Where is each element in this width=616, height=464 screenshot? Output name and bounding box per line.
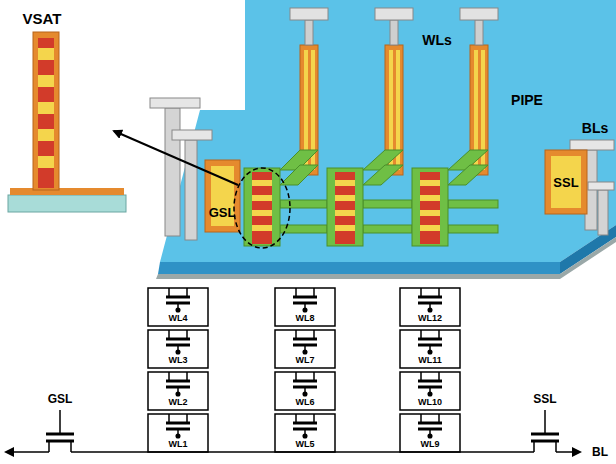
- block-top: [160, 0, 616, 262]
- word-line-label: WL8: [296, 314, 315, 323]
- memory-cell: [275, 372, 335, 410]
- word-line-label: WL11: [418, 356, 442, 365]
- memory-cell: [148, 372, 208, 410]
- signal-label: BL: [592, 446, 608, 458]
- contact-cap: [172, 130, 212, 140]
- cell-stack: [148, 288, 460, 452]
- memory-cell: [400, 330, 460, 368]
- part-label: BLs: [582, 121, 608, 135]
- part-label: PIPE: [511, 93, 543, 107]
- memory-cell: [400, 414, 460, 452]
- wl-pillars: [290, 8, 498, 175]
- contact-pillar: [185, 140, 197, 240]
- signal-label: SSL: [533, 393, 556, 405]
- memory-cell: [148, 414, 208, 452]
- vsat-stacks: [244, 168, 448, 246]
- substrate: [156, 237, 616, 279]
- word-line-label: WL9: [421, 440, 440, 449]
- word-line-label: WL10: [418, 398, 442, 407]
- word-line-label: WL12: [418, 314, 442, 323]
- vsat-inset: [8, 32, 126, 212]
- part-label: WLs: [422, 33, 452, 47]
- contact-pillar: [165, 108, 180, 236]
- block-front: [158, 262, 560, 274]
- word-line-label: WL2: [169, 398, 188, 407]
- word-line-label: WL4: [169, 314, 188, 323]
- memory-cell: [275, 414, 335, 452]
- memory-cell: [148, 288, 208, 326]
- word-line-plates: [280, 150, 498, 233]
- word-line-label: WL7: [296, 356, 315, 365]
- callout-ellipse: [234, 168, 290, 248]
- word-line-label: WL6: [296, 398, 315, 407]
- part-label: VSAT: [23, 11, 62, 26]
- signal-label: GSL: [48, 393, 73, 405]
- ssl-block-inner: [551, 156, 581, 208]
- memory-cell: [275, 330, 335, 368]
- ssl-block: [545, 150, 587, 214]
- contact-cap: [150, 98, 200, 108]
- part-label: GSL: [209, 206, 236, 219]
- memory-cell: [400, 372, 460, 410]
- memory-cell: [148, 330, 208, 368]
- memory-cell: [400, 288, 460, 326]
- word-line-label: WL5: [296, 440, 315, 449]
- part-label: SSL: [553, 176, 578, 189]
- gsl-block: [205, 160, 240, 232]
- callout-arrow: [114, 131, 238, 185]
- word-line-label: WL3: [169, 356, 188, 365]
- word-line-label: WL1: [169, 440, 188, 449]
- nand-schematic: [4, 410, 580, 457]
- memory-cell: [275, 288, 335, 326]
